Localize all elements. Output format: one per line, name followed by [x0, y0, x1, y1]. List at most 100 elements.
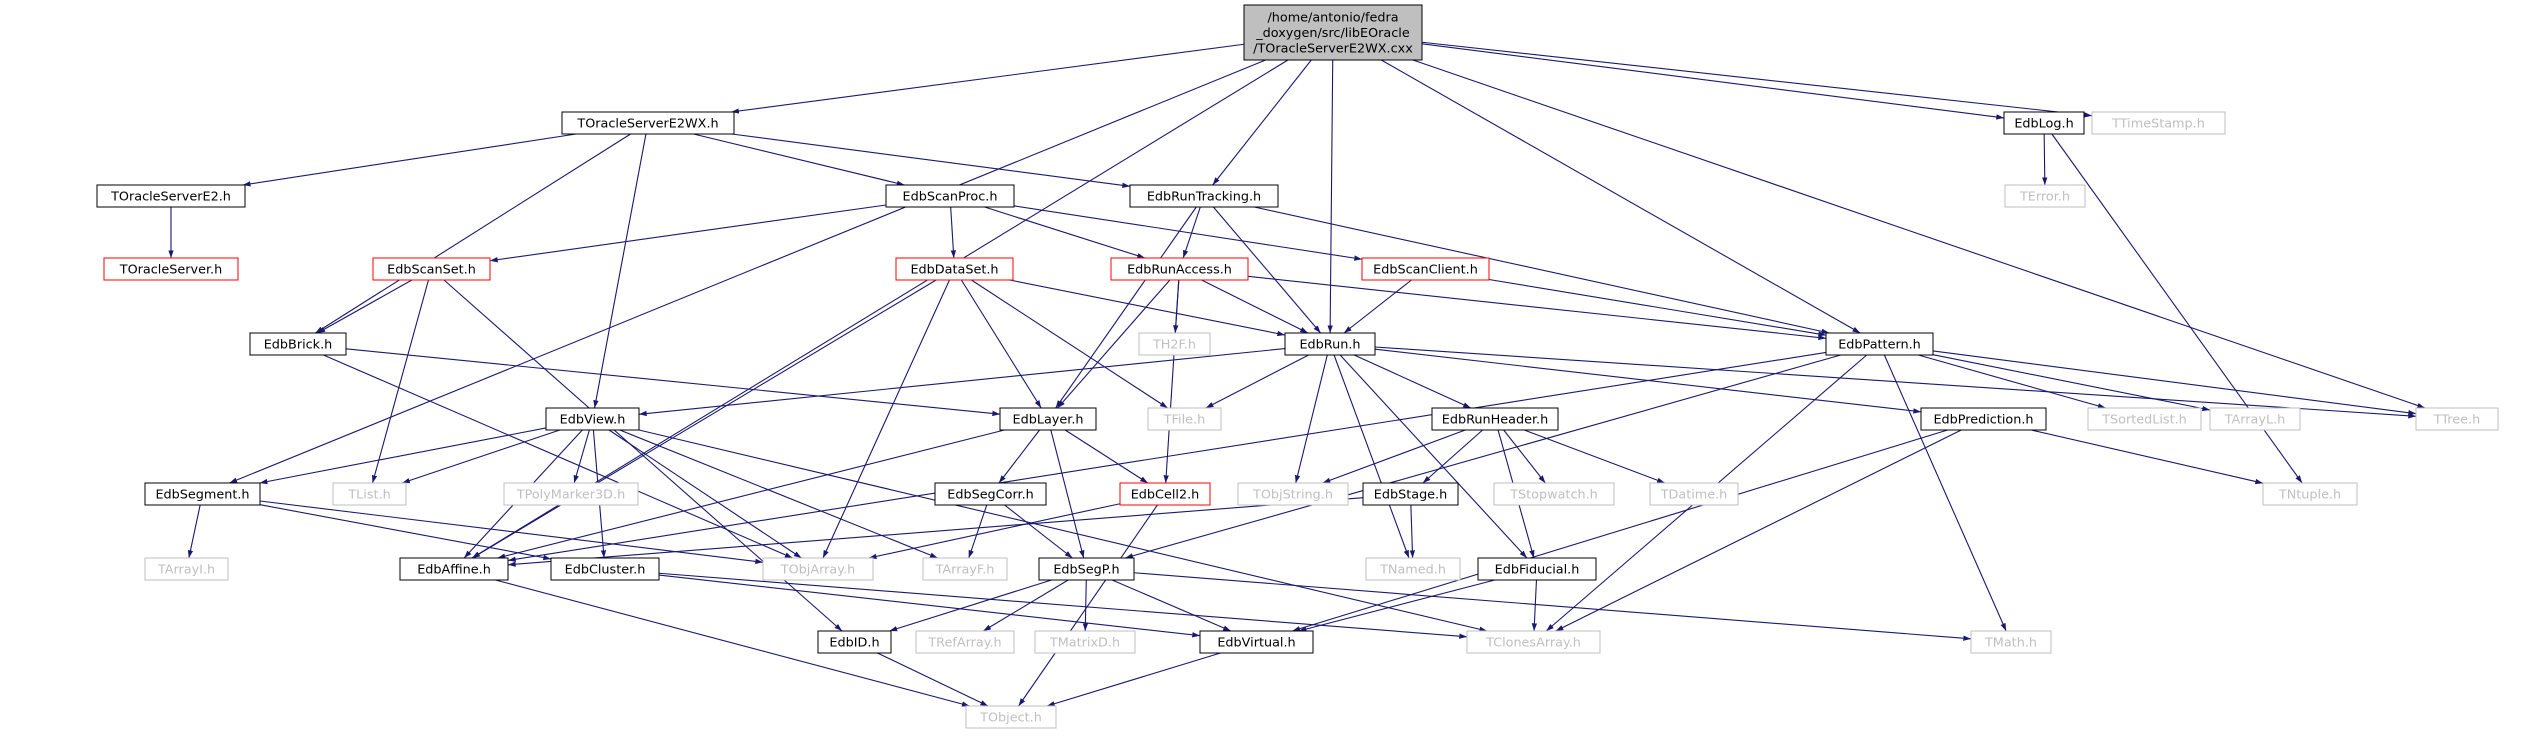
edge-EdbStage-to-EdbAffine	[507, 497, 1364, 567]
node-EdbPattern[interactable]: EdbPattern.h	[1825, 332, 1934, 356]
edge-EdbScanProc-to-EdbRunAccess	[984, 206, 1146, 259]
node-EdbScanSet[interactable]: EdbScanSet.h	[372, 257, 491, 281]
node-TArrayI[interactable]: TArrayI.h	[144, 557, 229, 581]
node-TDatime[interactable]: TDatime.h	[1649, 482, 1739, 506]
node-EdbStage[interactable]: EdbStage.h	[1362, 482, 1459, 506]
node-EdbRunHeader[interactable]: EdbRunHeader.h	[1431, 407, 1559, 431]
node-TTree[interactable]: TTree.h	[2415, 407, 2499, 431]
node-box	[1034, 630, 1136, 654]
node-EdbSegP[interactable]: EdbSegP.h	[1038, 557, 1135, 581]
node-EdbSegment[interactable]: EdbSegment.h	[144, 482, 261, 506]
edge-EdbRunHeader-to-TStopwatch	[1503, 429, 1546, 484]
edge-EdbRun-to-TObjString	[1294, 354, 1328, 484]
node-TClonesArray[interactable]: TClonesArray.h	[1466, 630, 1601, 654]
node-EdbRunAccess[interactable]: EdbRunAccess.h	[1110, 257, 1249, 281]
edge-EdbRun-to-EdbView	[638, 348, 1286, 417]
node-TMath[interactable]: TMath.h	[1970, 630, 2052, 654]
node-EdbRunTracking[interactable]: EdbRunTracking.h	[1129, 184, 1279, 208]
edge-EdbRun-to-EdbRunHeader	[1353, 354, 1472, 409]
node-TNtuple[interactable]: TNtuple.h	[2262, 482, 2358, 506]
node-label: TTree.h	[2433, 412, 2480, 427]
node-label: _doxygen/src/libEOracle	[1255, 26, 1410, 41]
node-label: EdbCluster.h	[565, 562, 646, 577]
edge-EdbCell2-to-TObjArray	[868, 503, 1121, 560]
edge-EdbSegment-to-EdbCluster	[259, 504, 552, 561]
edge-EdbSegCorr-to-TArrayF	[968, 504, 988, 559]
node-TOracleServer[interactable]: TOracleServer.h	[103, 257, 239, 281]
edge-EdbLog-to-TNtuple	[2051, 133, 2303, 484]
node-box	[1243, 4, 1423, 61]
node-box	[1825, 332, 1934, 356]
node-label: TOracleServer.h	[119, 262, 222, 277]
edge-EdbView-to-TObjArray	[608, 429, 802, 559]
node-box	[1649, 482, 1739, 506]
node-box	[561, 111, 735, 135]
edge-EdbScanClient-to-EdbRun	[1343, 279, 1412, 334]
node-EdbCluster[interactable]: EdbCluster.h	[550, 557, 660, 581]
node-TTimeStamp[interactable]: TTimeStamp.h	[2091, 111, 2226, 135]
edge-EdbLayer-to-EdbSegP	[1050, 429, 1085, 559]
file-nodes: /home/antonio/fedra_doxygen/src/libEOrac…	[96, 4, 2499, 729]
node-TArrayL[interactable]: TArrayL.h	[2209, 407, 2301, 431]
node-EdbAffine[interactable]: EdbAffine.h	[399, 557, 509, 581]
node-EdbPrediction[interactable]: EdbPrediction.h	[1920, 407, 2047, 431]
node-TList[interactable]: TList.h	[332, 482, 407, 506]
node-label: TOracleServerE2WX.h	[576, 116, 718, 131]
node-TObjString[interactable]: TObjString.h	[1237, 482, 1349, 506]
node-box	[372, 257, 491, 281]
node-TError[interactable]: TError.h	[2004, 184, 2086, 208]
dependency-edges	[168, 41, 2426, 707]
node-TOracleServerE2[interactable]: TOracleServerE2.h	[96, 184, 246, 208]
node-label: EdbRunHeader.h	[1442, 412, 1548, 427]
node-box	[1199, 630, 1314, 654]
node-EdbVirtual[interactable]: EdbVirtual.h	[1199, 630, 1314, 654]
node-label: EdbPattern.h	[1838, 337, 1921, 352]
node-box	[1284, 332, 1376, 356]
node-EdbView[interactable]: EdbView.h	[545, 407, 640, 431]
node-label: EdbDataSet.h	[910, 262, 998, 277]
node-label: TObjArray.h	[780, 562, 855, 577]
edge-EdbID-to-TObject	[877, 652, 989, 707]
node-EdbCell2[interactable]: EdbCell2.h	[1119, 482, 1211, 506]
node-TMatrixD[interactable]: TMatrixD.h	[1034, 630, 1136, 654]
node-EdbScanClient[interactable]: EdbScanClient.h	[1361, 257, 1490, 281]
node-TArrayF[interactable]: TArrayF.h	[922, 557, 1008, 581]
node-TSortedList[interactable]: TSortedList.h	[2087, 407, 2202, 431]
edge-TOracleServerE2WX-to-EdbView	[593, 133, 647, 409]
node-label: EdbLayer.h	[1012, 412, 1083, 427]
node-box	[2091, 111, 2226, 135]
node-EdbLog[interactable]: EdbLog.h	[2003, 111, 2085, 135]
node-EdbFiducial[interactable]: EdbFiducial.h	[1477, 557, 1597, 581]
node-label: EdbCell2.h	[1131, 487, 1200, 502]
node-box	[1361, 257, 1490, 281]
node-label: EdbView.h	[560, 412, 626, 427]
node-box	[1119, 482, 1211, 506]
node-TObjArray[interactable]: TObjArray.h	[762, 557, 874, 581]
edge-EdbStage-to-TNamed	[1409, 504, 1416, 559]
node-box	[762, 557, 874, 581]
node-label: /home/antonio/fedra	[1267, 10, 1398, 25]
node-EdbScanProc[interactable]: EdbScanProc.h	[885, 184, 1015, 208]
node-TOracleServerE2WX[interactable]: TOracleServerE2WX.h	[561, 111, 735, 135]
node-EdbLayer[interactable]: EdbLayer.h	[999, 407, 1097, 431]
node-EdbSegCorr[interactable]: EdbSegCorr.h	[934, 482, 1047, 506]
node-TStopwatch[interactable]: TStopwatch.h	[1493, 482, 1615, 506]
node-TH2F[interactable]: TH2F.h	[1138, 332, 1211, 356]
node-label: EdbSegCorr.h	[947, 487, 1034, 502]
node-TPolyMarker3D[interactable]: TPolyMarker3D.h	[503, 482, 639, 506]
node-TFile[interactable]: TFile.h	[1147, 407, 1222, 431]
node-box	[1237, 482, 1349, 506]
edge-EdbPrediction-to-TClonesArray	[1555, 429, 1962, 632]
node-TNamed[interactable]: TNamed.h	[1365, 557, 1461, 581]
node-EdbBrick[interactable]: EdbBrick.h	[249, 332, 347, 356]
node-label: EdbSegP.h	[1053, 562, 1119, 577]
node-box	[922, 557, 1008, 581]
edge-EdbRunHeader-to-TObjString	[1322, 429, 1466, 484]
node-TObject[interactable]: TObject.h	[965, 705, 1057, 729]
node-EdbRun[interactable]: EdbRun.h	[1284, 332, 1376, 356]
edge-TOracleServerE2WX-to-EdbBrick	[315, 133, 631, 334]
node-EdbDataSet[interactable]: EdbDataSet.h	[895, 257, 1014, 281]
node-TRefArray[interactable]: TRefArray.h	[915, 630, 1015, 654]
node-EdbID[interactable]: EdbID.h	[817, 630, 892, 654]
